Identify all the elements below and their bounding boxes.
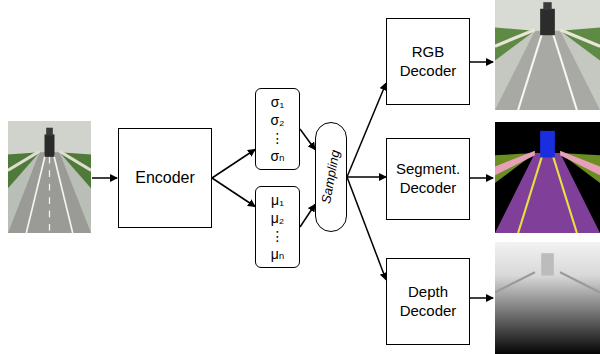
input-arrow [92, 177, 117, 179]
depth-output-image [495, 242, 600, 354]
flow-arrow [347, 177, 386, 280]
node-label: Segment. Decoder [387, 160, 469, 198]
node-label: RGB Decoder [387, 43, 469, 81]
flow-arrow [347, 83, 386, 177]
flow-arrow [212, 178, 255, 207]
rgb-output-image [495, 0, 600, 110]
node-label: μ₁ μ₂ ⋮ μₙ [266, 191, 288, 264]
node-label: Encoder [135, 168, 195, 188]
output-arrow [466, 177, 493, 179]
encoder-box: Encoder [118, 128, 212, 228]
rotated-label: Sampling [318, 149, 343, 205]
node-label: σ₁ σ₂ ⋮ σₙ [266, 93, 288, 166]
input-image [8, 121, 91, 233]
output-arrow [466, 61, 493, 63]
latent-mu-box: μ₁ μ₂ ⋮ μₙ [255, 186, 300, 268]
output-arrow [466, 297, 493, 299]
decoder-box: Segment. Decoder [386, 138, 470, 220]
flow-arrow [300, 205, 315, 228]
decoder-box: RGB Decoder [386, 18, 470, 105]
latent-sigma-box: σ₁ σ₂ ⋮ σₙ [255, 88, 300, 170]
segmentation-output-image [495, 122, 600, 233]
flow-arrow [347, 176, 386, 178]
flow-arrow [300, 129, 315, 150]
node-label: Depth Decoder [387, 283, 469, 321]
decoder-box: Depth Decoder [386, 258, 470, 345]
flow-arrow [212, 150, 255, 179]
sampling-pill: Sampling [315, 122, 347, 232]
